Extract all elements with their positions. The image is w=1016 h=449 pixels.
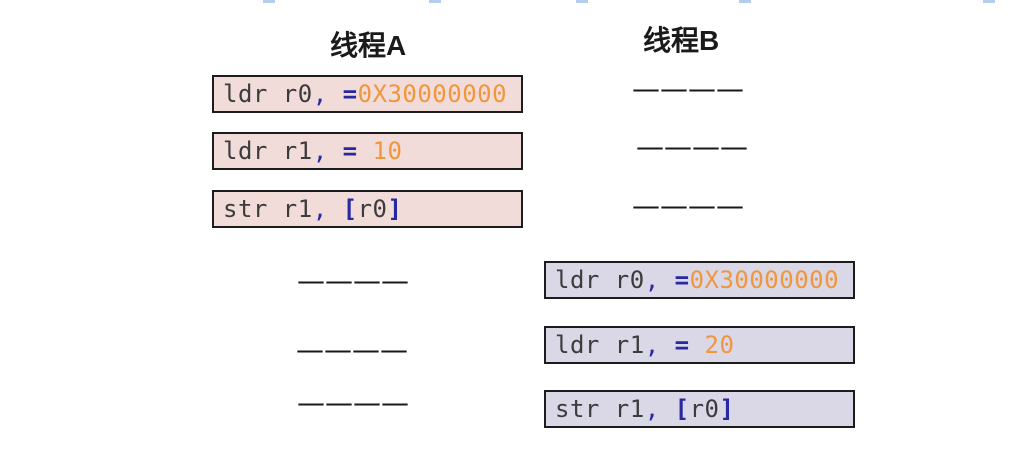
- code-operator: =: [342, 137, 373, 165]
- code-literal: 10: [372, 137, 403, 165]
- code-punctuation: ,: [644, 395, 675, 423]
- code-text: ldr r0: [223, 80, 313, 108]
- thread-a-instruction-2: ldr r1, = 10: [212, 132, 523, 170]
- cropped-blue-text-fragment: [739, 0, 751, 3]
- cropped-blue-text-fragment: [983, 0, 995, 3]
- thread-a-instruction-1: ldr r0, =0X30000000: [212, 75, 523, 113]
- thread-b-instruction-3: str r1, [r0]: [544, 390, 855, 428]
- code-operator: =: [674, 331, 705, 359]
- thread-a-instruction-3: str r1, [r0]: [212, 190, 523, 228]
- thread-a-idle-placeholder: ————: [296, 333, 408, 366]
- code-bracket-close: ]: [387, 195, 403, 223]
- thread-b-instruction-2: ldr r1, = 20: [544, 326, 855, 364]
- code-text: ldr r0: [555, 266, 645, 294]
- code-register: r0: [689, 395, 720, 423]
- code-punctuation: ,: [644, 266, 675, 294]
- code-punctuation: ,: [312, 195, 343, 223]
- code-bracket-open: [: [342, 195, 358, 223]
- code-bracket-open: [: [674, 395, 690, 423]
- code-literal: 20: [704, 331, 735, 359]
- thread-b-header: 线程B: [643, 25, 720, 56]
- code-text: str r1: [223, 195, 313, 223]
- code-operator: =: [674, 266, 690, 294]
- thread-b-idle-placeholder: ————: [632, 189, 744, 222]
- code-punctuation: ,: [312, 80, 343, 108]
- code-operator: =: [342, 80, 358, 108]
- code-bracket-close: ]: [719, 395, 735, 423]
- code-register: r0: [357, 195, 388, 223]
- code-literal: 0X30000000: [689, 266, 840, 294]
- code-text: str r1: [555, 395, 645, 423]
- code-text: ldr r1: [555, 331, 645, 359]
- code-punctuation: ,: [312, 137, 343, 165]
- thread-a-idle-placeholder: ————: [297, 386, 409, 419]
- thread-b-instruction-1: ldr r0, =0X30000000: [544, 261, 855, 299]
- code-punctuation: ,: [644, 331, 675, 359]
- code-text: ldr r1: [223, 137, 313, 165]
- cropped-blue-text-fragment: [263, 0, 275, 3]
- thread-b-idle-placeholder: ————: [636, 130, 748, 163]
- thread-a-header: 线程A: [330, 30, 407, 61]
- cropped-blue-text-fragment: [576, 0, 588, 3]
- thread-b-idle-placeholder: ————: [632, 72, 744, 105]
- cropped-blue-text-fragment: [429, 0, 441, 3]
- code-literal: 0X30000000: [357, 80, 508, 108]
- thread-a-idle-placeholder: ————: [297, 264, 409, 297]
